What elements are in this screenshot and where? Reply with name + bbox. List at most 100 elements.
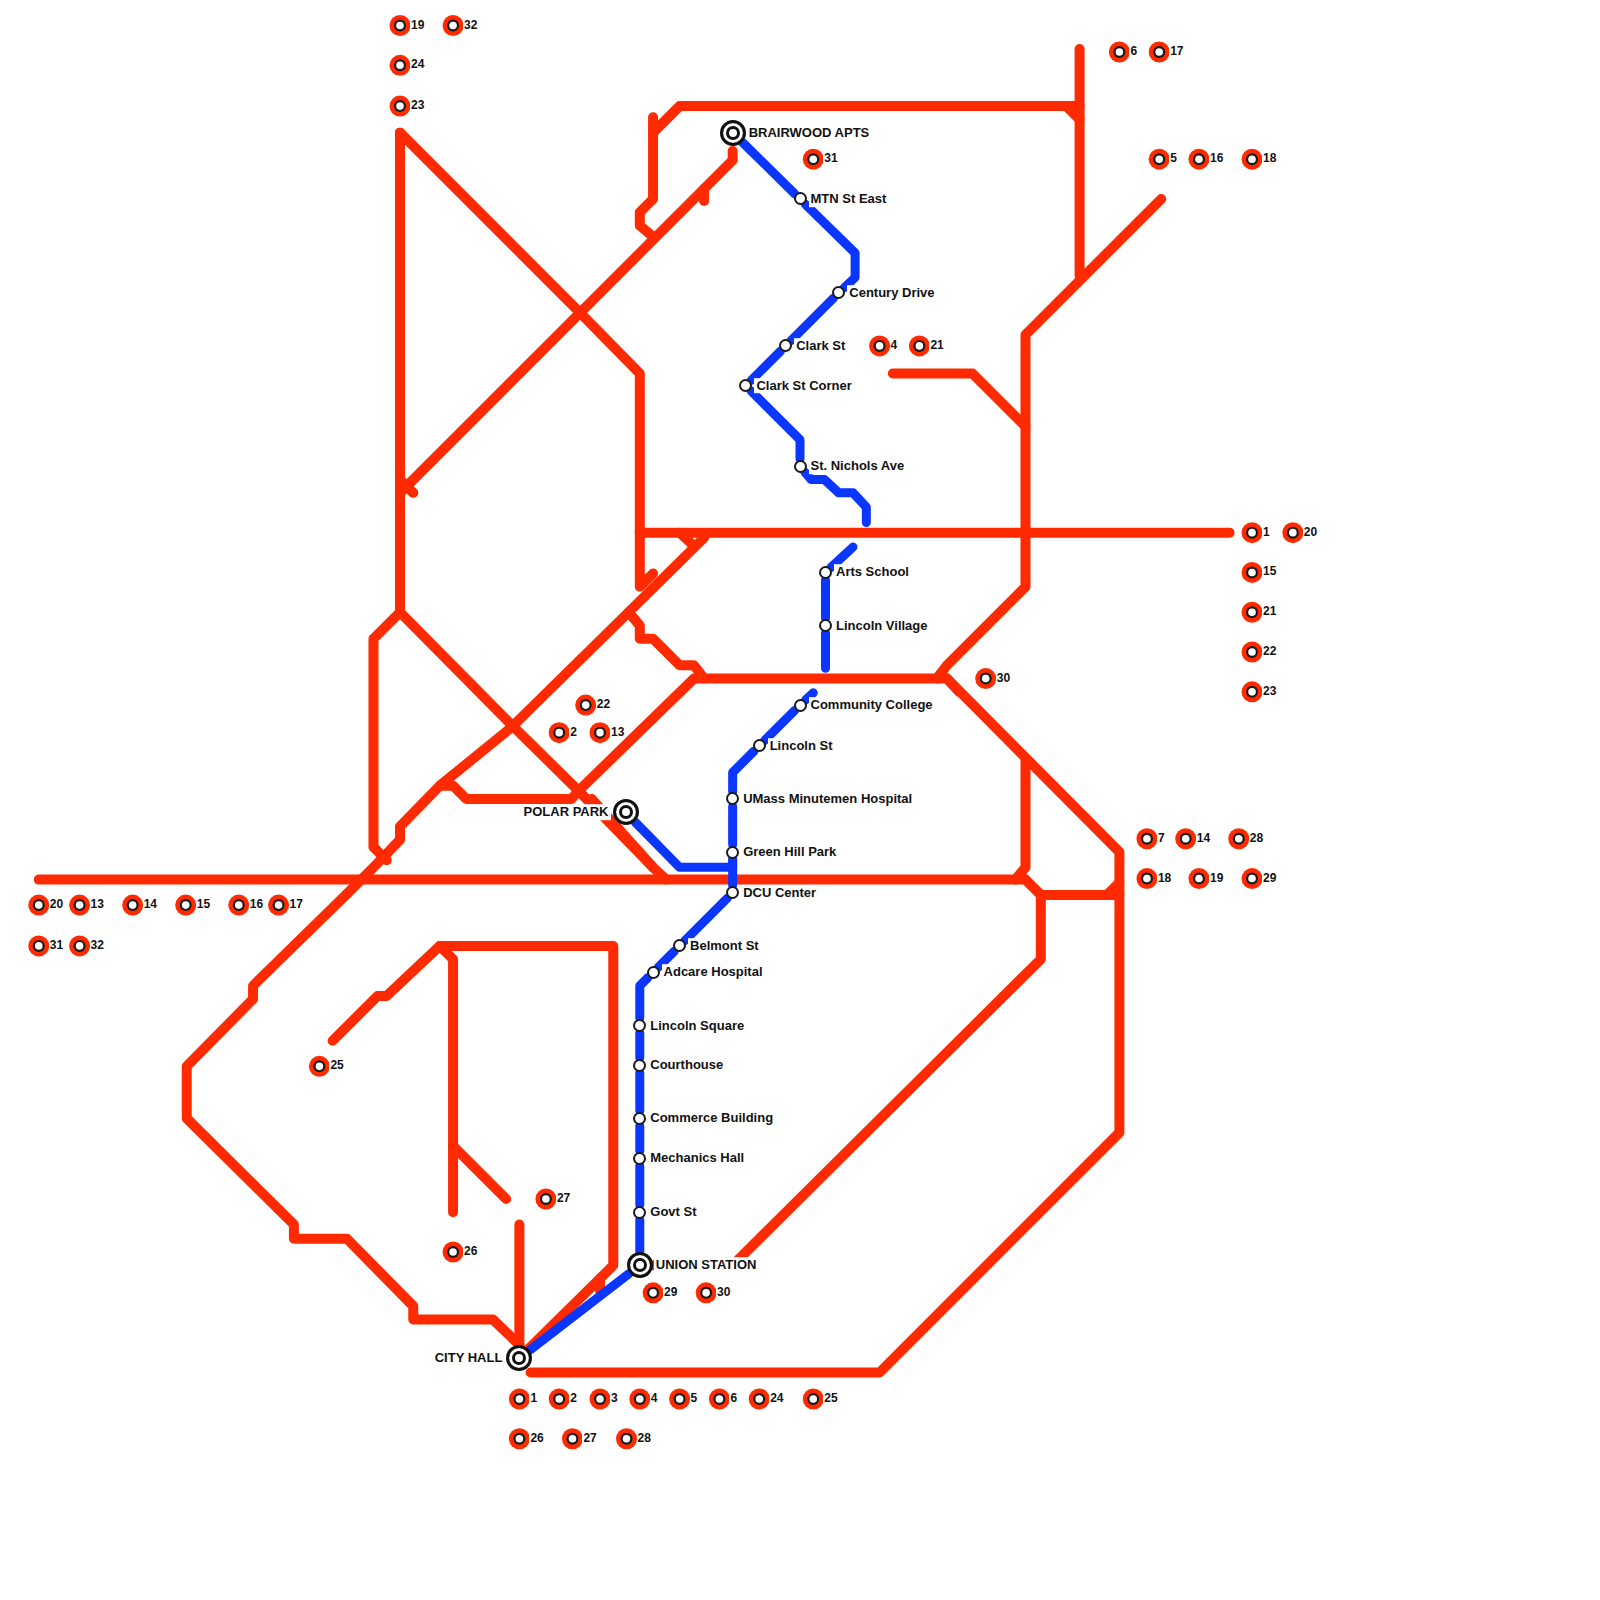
marker-dot (596, 729, 604, 737)
marker-ring (562, 1428, 583, 1449)
line-segment (635, 1033, 644, 1058)
marker-ring (74, 899, 86, 911)
marker-ring (535, 1188, 556, 1209)
line-segment (728, 860, 737, 886)
marker-ring (28, 935, 49, 956)
marker-dot (1248, 688, 1256, 696)
route-line (440, 679, 947, 799)
station-stop: MTN St East (794, 192, 807, 205)
station-name: Adcare Hospital (662, 965, 765, 981)
marker-ring (513, 1433, 525, 1445)
callout-number: 27 (556, 1191, 571, 1205)
route-line (400, 480, 413, 493)
marker-ring (1242, 562, 1263, 583)
interchange-station: POLAR PARK (613, 799, 639, 825)
marker-dot (916, 342, 924, 350)
callout-number: 2 (569, 725, 578, 739)
line-segment (821, 580, 830, 618)
marker-ring (975, 668, 996, 689)
route-marker (696, 1282, 717, 1303)
marker-dot (1289, 529, 1297, 537)
marker-ring (713, 1393, 725, 1405)
marker-ring (909, 335, 930, 356)
marker-dot (1248, 529, 1256, 537)
marker-dot (555, 729, 563, 737)
station-name: Clark St (794, 338, 847, 354)
route-marker (1109, 42, 1130, 63)
station-stop: Century Drive (832, 286, 845, 299)
route-marker (590, 1388, 611, 1409)
callout-number: 14 (143, 897, 158, 911)
marker-dot (582, 701, 590, 709)
callout-number: 32 (463, 18, 478, 32)
route-marker (709, 1388, 730, 1409)
route-line (373, 612, 400, 860)
route-line (680, 533, 694, 546)
marker-ring (273, 899, 285, 911)
route-marker (443, 15, 464, 36)
marker-ring (28, 895, 49, 916)
route-line (1075, 49, 1085, 276)
line-segment (743, 142, 795, 193)
callout-number: 21 (1262, 604, 1277, 618)
route-marker (1149, 42, 1170, 63)
marker-ring (674, 1393, 686, 1405)
marker-dot (676, 1395, 684, 1403)
marker-ring (1246, 527, 1258, 539)
marker-dot (1235, 835, 1243, 843)
marker-dot (542, 1195, 550, 1203)
route-marker (549, 1388, 570, 1409)
marker-ring (1113, 46, 1125, 58)
station-name: Commerce Building (648, 1111, 775, 1127)
line-segment (635, 822, 732, 867)
route-marker (1242, 149, 1263, 170)
callout-number: 26 (463, 1244, 478, 1258)
marker-dot (35, 901, 43, 909)
marker-ring (443, 15, 464, 36)
marker-ring (175, 895, 196, 916)
route-marker (1188, 868, 1209, 889)
line-segment (635, 1073, 644, 1111)
callout-number: 18 (1157, 871, 1172, 885)
marker-ring (1246, 686, 1258, 698)
marker-dot (1195, 155, 1203, 163)
station-stop: Lincoln St (753, 739, 766, 752)
marker-dot (35, 942, 43, 950)
route-line (400, 151, 733, 493)
marker-ring (394, 100, 406, 112)
marker-ring (513, 1393, 525, 1405)
station-name: Govt St (648, 1204, 698, 1220)
marker-ring (629, 1388, 650, 1409)
marker-dot (129, 901, 137, 909)
station-name: Green Hill Park (741, 844, 838, 860)
callout-number: 16 (249, 897, 264, 911)
route-line (629, 612, 705, 678)
marker-ring (1149, 42, 1170, 63)
callout-number: 19 (410, 18, 425, 32)
marker-ring (1136, 868, 1157, 889)
callout-number: 18 (1262, 151, 1277, 165)
station-name: Lincoln Village (834, 618, 930, 634)
marker-ring (1193, 873, 1205, 885)
route-marker (575, 695, 596, 716)
marker-ring (1242, 681, 1263, 702)
marker-ring (1180, 833, 1192, 845)
callout-number: 17 (289, 897, 304, 911)
callout-number: 29 (663, 1285, 678, 1299)
route-marker (803, 149, 824, 170)
route-marker (629, 1388, 650, 1409)
callout-number: 21 (929, 338, 944, 352)
marker-ring (1141, 833, 1153, 845)
marker-dot (182, 901, 190, 909)
marker-dot (1116, 48, 1124, 56)
line-segment (685, 898, 727, 940)
station-name: UNION STATION (654, 1258, 759, 1274)
marker-ring (390, 55, 411, 76)
marker-dot (623, 1435, 631, 1443)
marker-ring (443, 1242, 464, 1263)
marker-ring (709, 1388, 730, 1409)
route-line (1015, 760, 1025, 879)
route-marker (443, 1242, 464, 1263)
station-stop: Clark St Corner (739, 379, 752, 392)
marker-dot (396, 22, 404, 30)
